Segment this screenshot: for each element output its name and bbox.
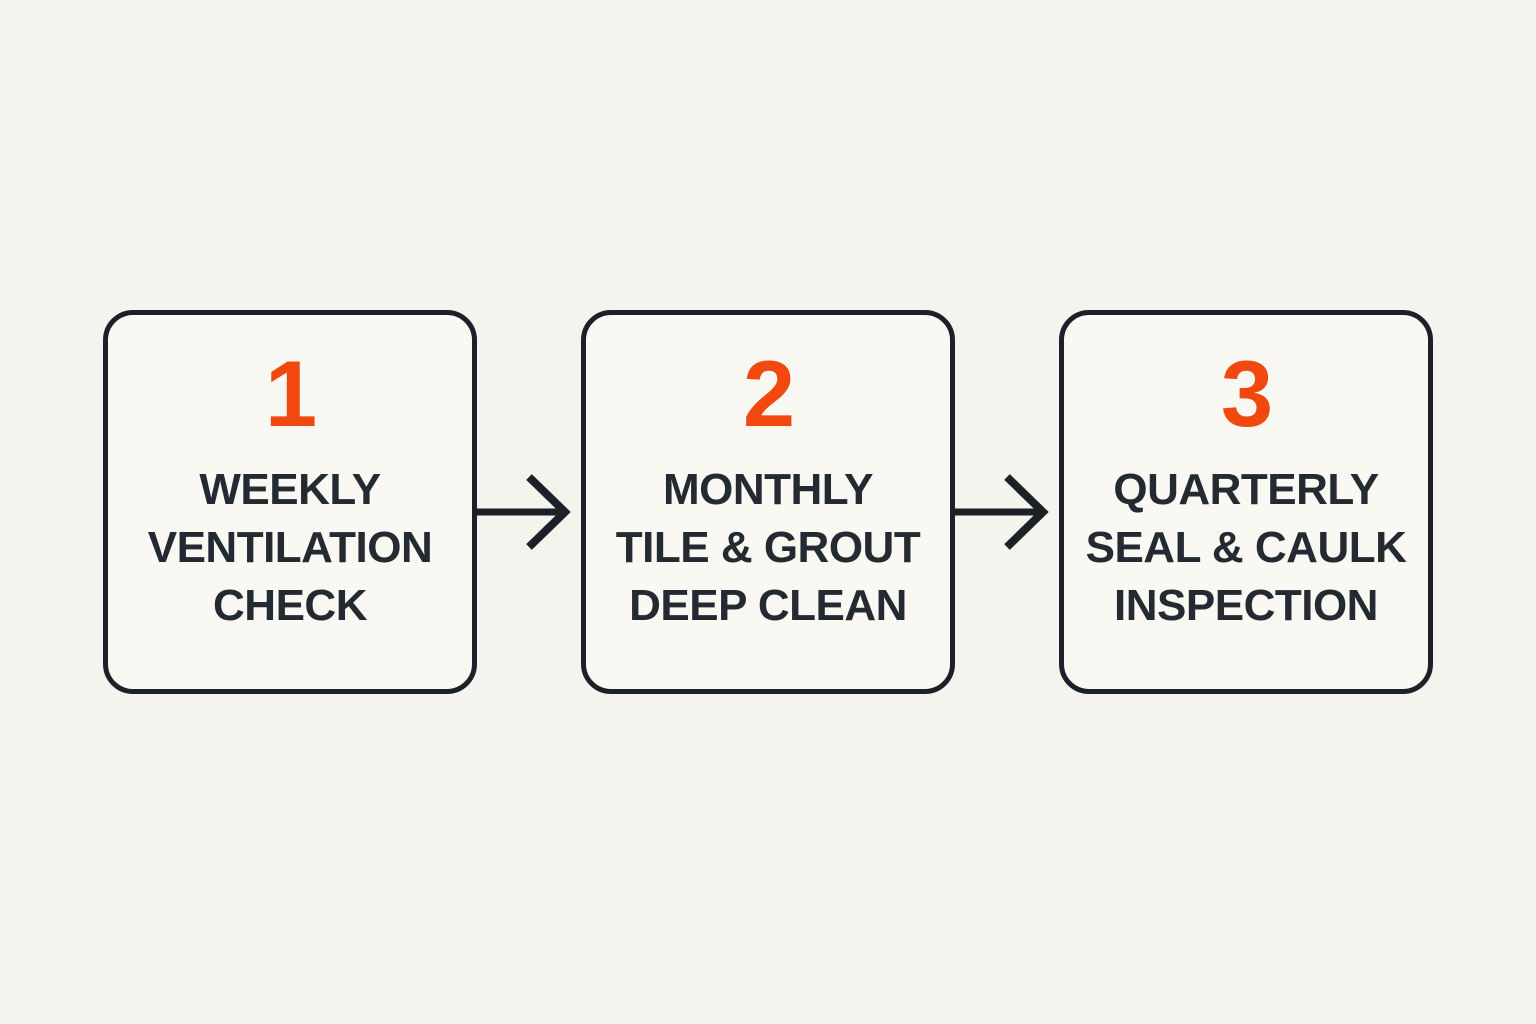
step-number: 1 — [264, 341, 317, 446]
step-number: 2 — [742, 341, 795, 446]
step-label: QUARTERLY SEAL & CAULK INSPECTION — [1086, 461, 1407, 635]
step-label-line: MONTHLY — [663, 465, 874, 514]
step-label-line: WEEKLY — [199, 465, 381, 514]
step-label-line: INSPECTION — [1114, 581, 1378, 630]
step-card-3: 3 QUARTERLY SEAL & CAULK INSPECTION — [1059, 310, 1433, 694]
step-label: WEEKLY VENTILATION CHECK — [148, 461, 433, 635]
arrow-right-icon — [955, 474, 1049, 550]
step-number: 3 — [1220, 341, 1273, 446]
step-label-line: VENTILATION — [147, 523, 433, 572]
step-label-line: CHECK — [213, 581, 367, 630]
step-label-line: DEEP CLEAN — [629, 581, 907, 630]
step-card-1: 1 WEEKLY VENTILATION CHECK — [103, 310, 477, 694]
step-label: MONTHLY TILE & GROUT DEEP CLEAN — [615, 461, 921, 635]
step-card-2: 2 MONTHLY TILE & GROUT DEEP CLEAN — [581, 310, 955, 694]
step-label-line: TILE & GROUT — [615, 523, 921, 572]
arrow-right-icon — [477, 474, 571, 550]
step-label-line: QUARTERLY — [1113, 465, 1379, 514]
step-label-line: SEAL & CAULK — [1085, 523, 1407, 572]
process-flow-diagram: 1 WEEKLY VENTILATION CHECK 2 MONTHLY TIL… — [103, 310, 1433, 694]
